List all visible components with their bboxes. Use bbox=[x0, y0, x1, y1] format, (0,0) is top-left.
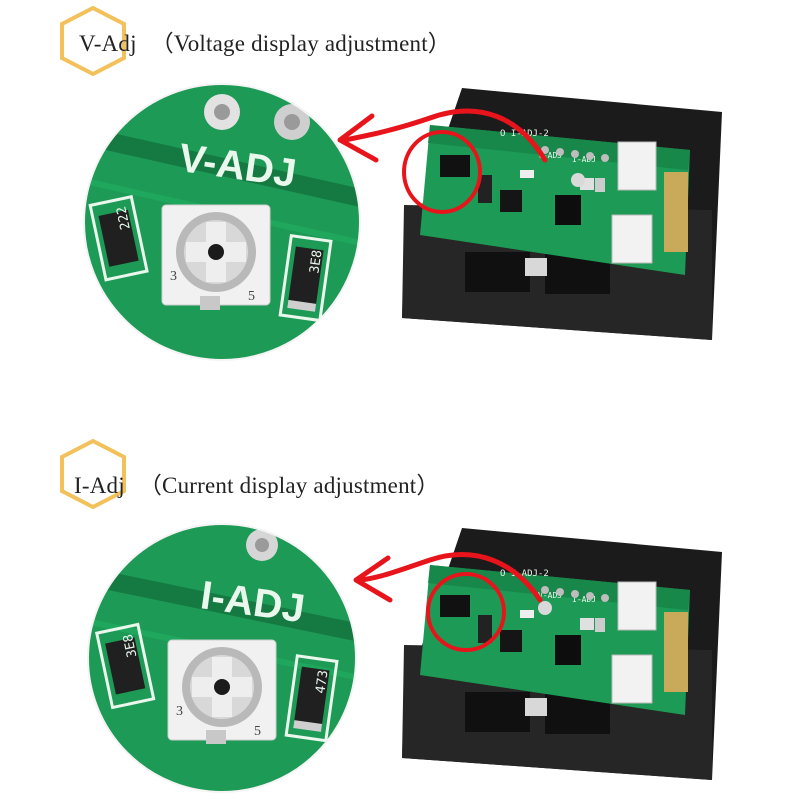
hexagon-outline-icon bbox=[60, 438, 126, 510]
board-silkscreen-iadj: I-ADJ bbox=[572, 595, 596, 604]
panel-meter-device: O I-ADJ-2 V-ADJ I-ADJ bbox=[402, 528, 722, 780]
highlight-ring bbox=[426, 572, 506, 652]
section-heading: V-Adj（Voltage display adjustment） bbox=[79, 31, 451, 56]
resistor-left-code: 222 bbox=[114, 205, 134, 231]
curved-arrow-icon bbox=[337, 108, 548, 163]
pot-mark-5: 5 bbox=[254, 724, 261, 739]
resistor-left-code: 3E8 bbox=[121, 633, 141, 659]
pot-mark-3: 3 bbox=[170, 269, 177, 284]
board-silkscreen-vadj: V-ADJ bbox=[538, 151, 562, 160]
current-adjust-section: I-Adj（Current display adjustment） O I-AD… bbox=[0, 400, 800, 800]
heading-description: Voltage display adjustment bbox=[173, 31, 428, 56]
resistor-right-code: 473 bbox=[313, 669, 331, 694]
heading-label: V-Adj bbox=[79, 31, 137, 56]
section-heading: I-Adj（Current display adjustment） bbox=[74, 473, 440, 498]
board-silkscreen-iadj: I-ADJ bbox=[572, 155, 596, 164]
voltage-adjust-section: V-Adj（Voltage display adjustment） O I-AD… bbox=[60, 5, 722, 361]
hexagon-outline-icon bbox=[60, 5, 126, 77]
zoom-inset-current: I-ADJ 3E8 3 5 473 bbox=[88, 524, 356, 792]
product-photo-voltage: O I-ADJ-2 V-ADJ I-ADJ bbox=[83, 83, 722, 361]
board-silkscreen: O I-ADJ-2 bbox=[500, 569, 549, 579]
heading-label: I-Adj bbox=[74, 473, 125, 498]
curved-arrow-icon bbox=[353, 552, 543, 603]
zoom-inset-voltage: V-ADJ 222 3 5 3E8 bbox=[84, 84, 360, 360]
product-photo-current: O I-ADJ-2 V-ADJ I-ADJ bbox=[87, 523, 722, 793]
pot-mark-3: 3 bbox=[176, 704, 183, 719]
heading-description: Current display adjustment bbox=[162, 473, 417, 498]
resistor-right-code: 3E8 bbox=[307, 249, 325, 274]
board-silkscreen-vadj: V-ADJ bbox=[538, 591, 562, 600]
panel-meter-device: O I-ADJ-2 V-ADJ I-ADJ bbox=[402, 88, 722, 340]
highlight-ring bbox=[402, 130, 482, 214]
pot-mark-5: 5 bbox=[248, 289, 255, 304]
